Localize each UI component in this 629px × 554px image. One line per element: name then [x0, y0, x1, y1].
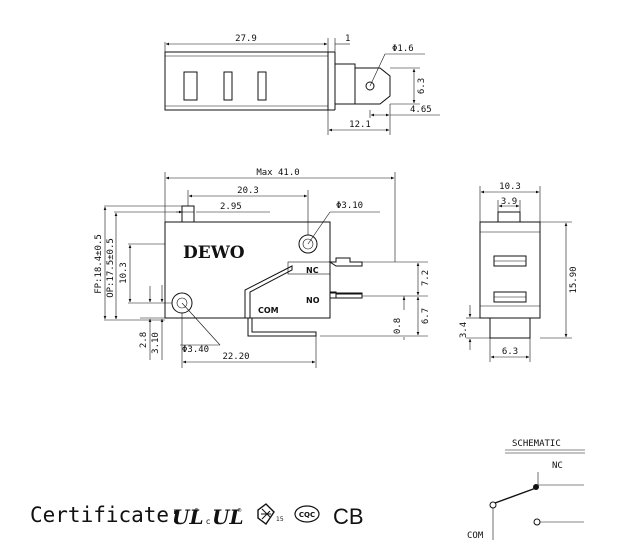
switch-lever	[494, 487, 537, 504]
label-no: NO	[306, 296, 320, 305]
ul-mark-icon: UL ®	[172, 505, 204, 529]
side-plunger	[497, 211, 521, 223]
top-terminal-tab	[355, 67, 391, 105]
svg-text:®: ®	[194, 507, 199, 514]
cul-mark-icon: c UL ®	[206, 505, 244, 529]
dim-hole-top-front: Φ3.10	[336, 201, 363, 211]
cqc-text: CQC	[299, 511, 315, 519]
enec-number: 15	[276, 516, 284, 523]
cb-mark: CB	[333, 504, 364, 529]
side-terminal-bottom	[489, 317, 531, 339]
svg-text:UL: UL	[172, 505, 204, 529]
terminal-nc	[328, 257, 363, 267]
dim-side-height: 15.90	[569, 266, 579, 293]
dim-plunger-width: 3.9	[501, 197, 517, 207]
svg-text:c: c	[206, 517, 210, 526]
dim-overhang: 12.1	[349, 120, 371, 130]
svg-text:®: ®	[237, 507, 242, 514]
dim-tab-len: 4.65	[410, 105, 432, 115]
brand-label: DEWO	[183, 243, 245, 263]
label-com: COM	[258, 306, 279, 315]
dim-27-9: 27.9	[235, 34, 257, 44]
side-view: 10.3 3.9 15.90 3.4 6.3	[459, 182, 579, 362]
dim-3-10: 3.10	[151, 332, 161, 354]
certificate-row: Certificate: UL ® c UL ® 15 CQC CB	[30, 503, 364, 529]
dim-side-bottom: 6.3	[502, 347, 518, 357]
dim-0-8: 0.8	[393, 318, 403, 334]
svg-text:UL: UL	[212, 505, 244, 529]
top-slot	[223, 71, 233, 101]
dim-free-position: FP:18.4±0.5	[94, 234, 104, 294]
no-contact	[533, 518, 541, 526]
cqc-mark-icon: CQC	[294, 505, 320, 523]
top-slot	[257, 71, 267, 101]
top-body	[164, 51, 329, 111]
schematic-nc-label: NC	[552, 461, 563, 471]
dim-mount-spacing: 20.3	[237, 186, 259, 196]
side-body	[479, 221, 541, 319]
dim-hole-top: Φ1.6	[392, 44, 414, 54]
terminal-no	[329, 292, 363, 299]
top-slot	[183, 71, 198, 101]
dim-2-8: 2.8	[139, 332, 149, 348]
terminal-com	[247, 318, 317, 337]
front-view: DEWO NC NO COM Max 41.0 20.3 2.95 Φ3.10	[94, 168, 431, 368]
label-nc: NC	[306, 266, 319, 275]
dim-7-2: 7.2	[421, 270, 431, 286]
enec-mark-icon: 15	[257, 503, 284, 526]
terminal-hole	[365, 81, 375, 91]
dim-side-offset: 3.4	[459, 322, 469, 338]
certificate-label: Certificate:	[30, 503, 182, 527]
schematic: SCHEMATIC NC COM	[467, 439, 585, 541]
schematic-title: SCHEMATIC	[512, 439, 561, 449]
dim-max-length: Max 41.0	[256, 168, 299, 178]
top-terminal-base	[334, 63, 356, 105]
dim-side-width: 10.3	[499, 182, 521, 192]
dim-tab-height: 6.3	[417, 78, 427, 94]
schematic-com-label: COM	[467, 531, 484, 541]
dim-6-7: 6.7	[421, 308, 431, 324]
plunger	[181, 205, 195, 223]
dim-22-20: 22.20	[222, 352, 249, 362]
dim-10-3: 10.3	[119, 262, 129, 284]
dim-gap: 1	[345, 34, 350, 44]
top-view: 27.9 1 Φ1.6 6.3 4.65 12.1	[164, 34, 440, 135]
dim-hole-bottom-front: Φ3.40	[182, 345, 209, 355]
dim-operating-position: OP:17.5±0.5	[106, 238, 116, 298]
dim-plunger-offset: 2.95	[220, 202, 242, 212]
